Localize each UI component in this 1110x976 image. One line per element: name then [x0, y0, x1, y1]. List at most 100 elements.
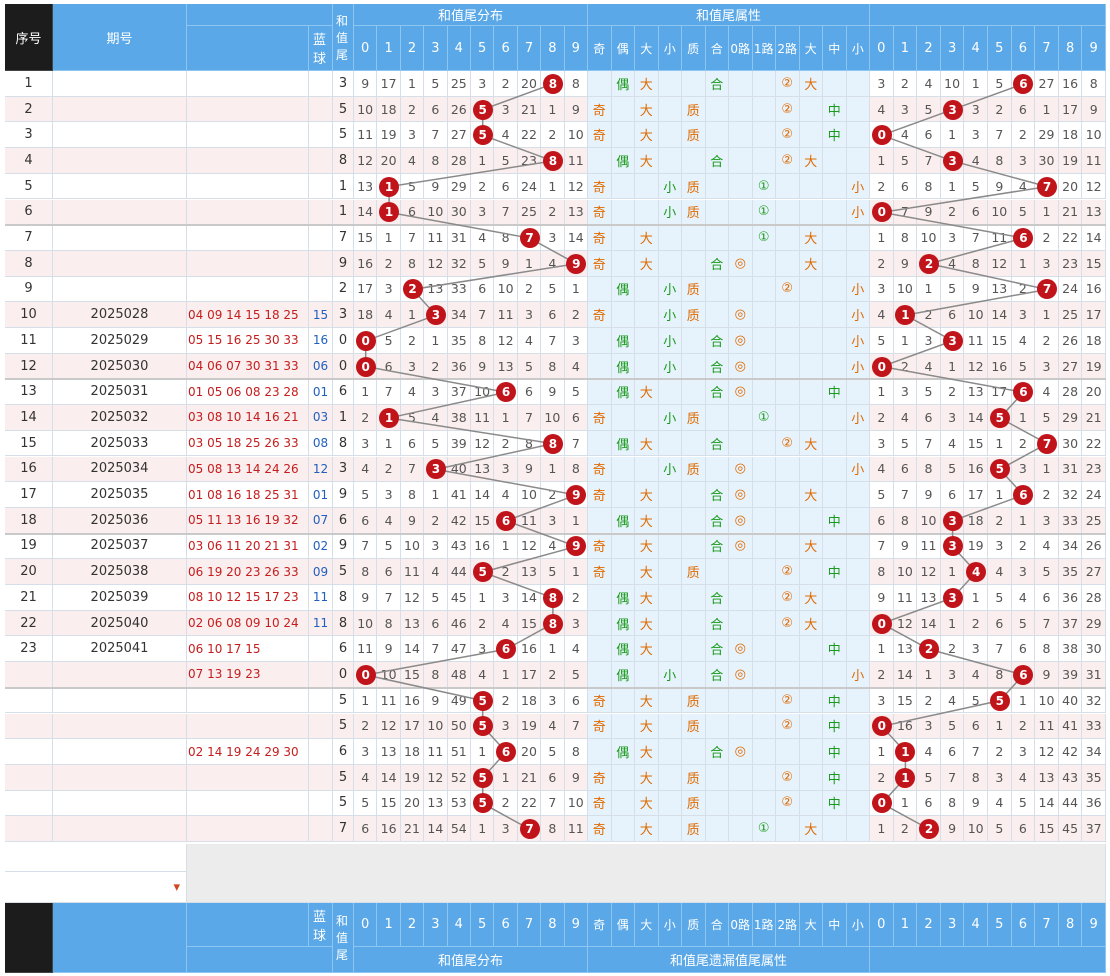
dist-cell-2: 2: [400, 328, 425, 354]
miss-cell-7: 13: [1035, 764, 1059, 791]
attr-r0: [729, 199, 753, 226]
miss-cell-8: 41: [1058, 713, 1083, 740]
attr-small: 小: [658, 328, 682, 354]
attr-even: [611, 713, 635, 740]
dist-cell-3: 14: [424, 816, 448, 842]
group-separator: [5, 378, 1106, 381]
miss-cell-6: 3: [1011, 302, 1036, 328]
miss-cell-3: 3: [940, 662, 965, 688]
miss-cell-2: 3: [917, 328, 941, 354]
dist-cell-5: 8: [471, 328, 495, 354]
dist-cell-9: 6: [564, 687, 588, 714]
miss-cell-2: 8: [917, 456, 941, 483]
attr-r1: [752, 662, 776, 688]
dist-cell-3: 1: [424, 482, 448, 508]
attr-big: 大: [635, 559, 659, 585]
header-blue: 蓝球: [309, 26, 333, 71]
attr-small: [658, 533, 682, 560]
attr-r1: ①: [752, 405, 776, 431]
header-attr-1: 偶: [611, 26, 635, 71]
dist-cell-4: 52: [447, 764, 471, 791]
dist-ball: 7: [519, 228, 540, 249]
attr-small: 小: [658, 405, 682, 431]
attr-r2: ②: [776, 713, 800, 740]
attr-zmid: 中: [823, 687, 847, 714]
miss-cell-1: 14: [893, 662, 918, 688]
miss-cell-6: 2: [1011, 122, 1036, 149]
miss-cell-9: 23: [1082, 456, 1106, 483]
miss-cell-4: 5: [964, 173, 988, 200]
footer-miss-digit-8: 8: [1058, 903, 1083, 947]
miss-cell-5: 5: [988, 816, 1012, 842]
row-sum-tail: 5: [333, 559, 354, 585]
miss-cell-1: 2: [893, 71, 918, 97]
attr-prime: [682, 328, 706, 354]
attr-big: 大: [635, 225, 659, 251]
attr-big: 大: [635, 482, 659, 508]
attr-r0: [729, 430, 753, 457]
miss-cell-3: 6: [940, 739, 965, 765]
row-blue-ball: 01: [309, 379, 333, 406]
attr-big: 大: [635, 250, 659, 277]
attr-zsmall: [846, 533, 870, 560]
blank-input[interactable]: [5, 844, 187, 872]
dist-cell-3: 6: [424, 610, 448, 637]
attr-zsmall: [846, 122, 870, 149]
dist-cell-7: 22: [517, 122, 542, 149]
miss-cell-1: 1: [893, 328, 918, 354]
miss-cell-5: 7: [988, 122, 1012, 149]
miss-cell-6: 4: [1011, 585, 1036, 611]
miss-cell-1: 6: [893, 173, 918, 200]
attr-odd: [588, 379, 612, 406]
footer-digit-2: 2: [400, 903, 425, 947]
attr-zsmall: [846, 250, 870, 277]
miss-ball: 0: [871, 125, 892, 146]
attr-even: [611, 96, 635, 123]
attr-r2: [776, 739, 800, 765]
miss-cell-3: 1: [940, 122, 965, 149]
miss-cell-2: 4: [917, 739, 941, 765]
dist-ball: 8: [542, 150, 563, 171]
dist-cell-2: 10: [400, 533, 425, 560]
footer-attr-0: 奇: [588, 903, 612, 947]
attr-zbig: [799, 739, 823, 765]
group-separator: [5, 224, 1106, 227]
dist-cell-2: 8: [400, 482, 425, 508]
dist-cell-9: 7: [564, 713, 588, 740]
miss-cell-6: 2: [1011, 276, 1036, 303]
miss-cell-4: 8: [964, 250, 988, 277]
miss-cell-9: 12: [1082, 173, 1106, 200]
attr-zbig: 大: [799, 71, 823, 97]
miss-cell-6: 2: [1011, 713, 1036, 740]
attr-r2: [776, 302, 800, 328]
miss-cell-8: 35: [1058, 559, 1083, 585]
attr-zbig: [799, 276, 823, 303]
attr-r1: [752, 559, 776, 585]
miss-cell-6: 3: [1011, 559, 1036, 585]
dist-cell-0: 4: [354, 764, 378, 791]
dist-cell-9: 8: [564, 456, 588, 483]
dist-cell-7: 13: [517, 559, 542, 585]
miss-cell-0: 1: [870, 636, 894, 663]
dist-cell-7: 22: [517, 790, 542, 817]
attr-zbig: [799, 353, 823, 380]
footer-attr-3: 小: [658, 903, 682, 947]
dropdown-arrow[interactable]: ▾: [5, 872, 187, 903]
attr-zbig: 大: [799, 482, 823, 508]
attr-big: [635, 302, 659, 328]
footer-attr-8: 2路: [776, 903, 800, 947]
attr-zmid: 中: [823, 507, 847, 534]
miss-cell-8: 40: [1058, 687, 1083, 714]
attr-zsmall: [846, 430, 870, 457]
dist-cell-0: 4: [354, 456, 378, 483]
miss-cell-1: 9: [893, 250, 918, 277]
attr-big: [635, 276, 659, 303]
attr-zmid: [823, 585, 847, 611]
attr-r0: [729, 96, 753, 123]
attr-prime: 质: [682, 199, 706, 226]
attr-zmid: 中: [823, 790, 847, 817]
dist-cell-5: 2: [471, 173, 495, 200]
row-blue-ball: 08: [309, 430, 333, 457]
row-red-balls: 04 06 07 30 31 33: [187, 353, 309, 380]
miss-cell-1: 2: [893, 353, 918, 380]
